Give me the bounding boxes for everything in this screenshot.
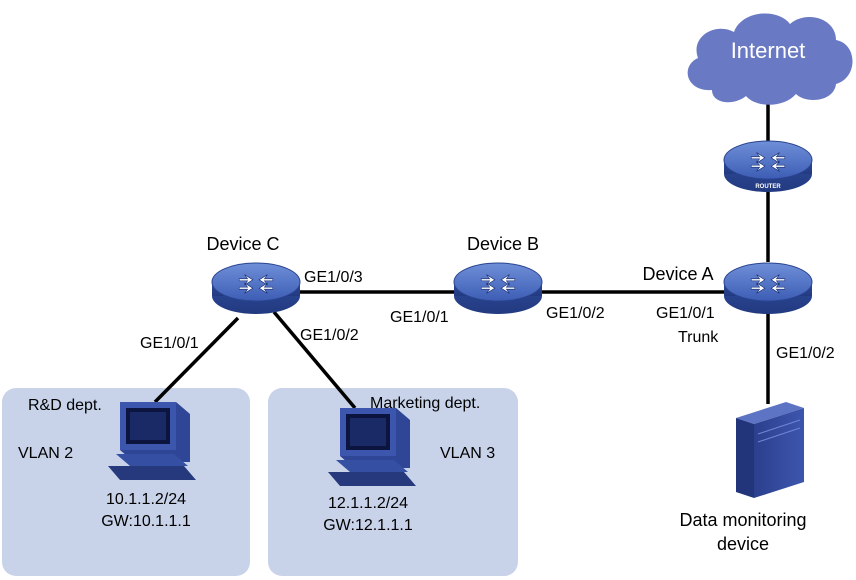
port-b-from-c-label: GE1/0/1 <box>390 309 449 326</box>
port-b-to-a-label: GE1/0/2 <box>546 305 605 322</box>
device-b-switch-icon <box>453 262 543 314</box>
port-a-from-b-label: GE1/0/1 <box>656 305 715 322</box>
device-a-label: Device A <box>642 264 713 284</box>
rd-pc-icon <box>108 402 196 480</box>
link-device-c-rd <box>153 316 240 404</box>
vlan2-label: VLAN 2 <box>18 445 73 462</box>
vlan3-label: VLAN 3 <box>440 445 495 462</box>
marketing-ip-label: 12.1.1.2/24 <box>328 495 408 512</box>
device-c-switch-icon <box>211 262 301 314</box>
port-a-trunk-label: Trunk <box>678 329 719 346</box>
monitor-label-line2: device <box>717 534 769 554</box>
marketing-pc-icon <box>328 408 416 486</box>
device-b-label: Device B <box>467 234 539 254</box>
router-icon: ROUTER <box>723 140 813 192</box>
internet-cloud: Internet <box>687 13 853 105</box>
rd-ip-label: 10.1.1.2/24 <box>106 491 186 508</box>
links <box>153 98 770 410</box>
link-device-c-marketing <box>272 310 357 410</box>
server-icon <box>736 402 804 498</box>
rd-dept-label: R&D dept. <box>28 397 102 414</box>
port-a-to-monitor-label: GE1/0/2 <box>776 345 835 362</box>
marketing-gw-label: GW:12.1.1.1 <box>323 517 413 534</box>
monitor-label-line1: Data monitoring <box>679 510 806 530</box>
rd-gw-label: GW:10.1.1.1 <box>101 513 191 530</box>
port-c-to-marketing-label: GE1/0/2 <box>300 327 359 344</box>
device-c-label: Device C <box>206 234 279 254</box>
marketing-dept-label: Marketing dept. <box>370 395 480 412</box>
device-a-switch-icon <box>723 262 813 314</box>
internet-label: Internet <box>731 38 806 63</box>
port-c-to-b-label: GE1/0/3 <box>304 269 363 286</box>
router-label: ROUTER <box>755 184 781 190</box>
port-c-to-rd-label: GE1/0/1 <box>140 335 199 352</box>
